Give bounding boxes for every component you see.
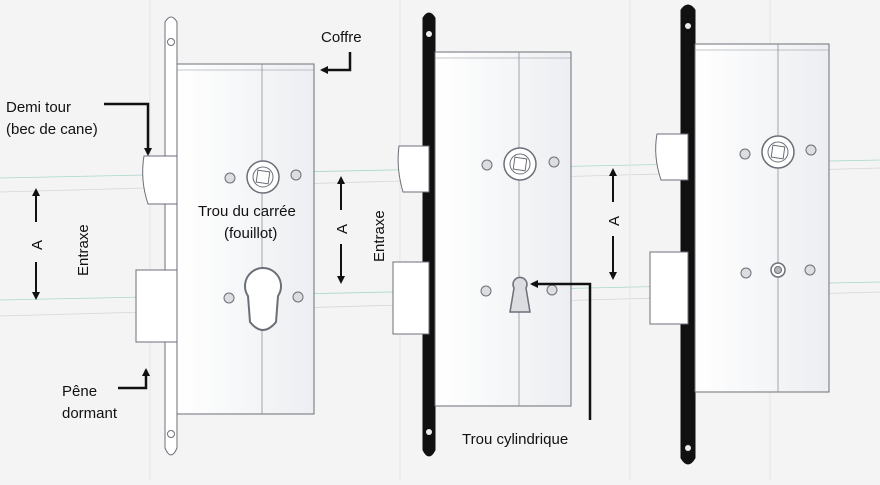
lock-case-1 (176, 63, 315, 415)
fixing-hole (223, 292, 235, 304)
lock-case-2 (434, 51, 572, 407)
label-a-2: A (334, 224, 351, 234)
label-trou-carre-2: (fouillot) (224, 225, 277, 242)
screw-hole-bottom (167, 430, 175, 438)
screw-hole-top (167, 38, 175, 46)
pene-arrow (118, 368, 150, 390)
label-trou-cylindrique: Trou cylindrique (462, 431, 568, 448)
label-pene-1: Pêne (62, 383, 97, 400)
fixing-hole (292, 291, 304, 303)
trou-cylindrique-arrow (530, 280, 592, 420)
arrows (104, 52, 592, 420)
cylinder-hole-1 (244, 267, 282, 331)
dead-bolt-3 (649, 251, 689, 325)
lock-3 (649, 4, 830, 465)
dead-bolt-1 (135, 269, 178, 343)
keyhole-2 (509, 276, 531, 313)
latch-bolt-2 (397, 145, 430, 193)
faceplate-3 (680, 4, 696, 465)
lock-1 (135, 16, 315, 456)
faceplate-2 (422, 12, 436, 457)
label-a-1: A (29, 240, 46, 250)
label-trou-carre-1: Trou du carrée (198, 203, 296, 220)
label-a-3: A (606, 216, 623, 226)
demi-tour-arrow (104, 102, 152, 156)
label-entraxe-1: Entraxe (75, 224, 92, 276)
dead-bolt-2 (392, 261, 430, 335)
dimension-arrows (32, 168, 617, 300)
label-pene-2: dormant (62, 405, 118, 422)
lock-case-3 (694, 43, 830, 393)
latch-bolt-3 (655, 133, 689, 181)
fixing-hole (290, 169, 302, 181)
label-demi-tour-2: (bec de cane) (6, 121, 98, 138)
lock-2 (392, 12, 572, 457)
label-coffre: Coffre (321, 29, 362, 46)
faceplate-1 (164, 16, 178, 456)
latch-bolt-1 (142, 155, 178, 205)
fixing-hole (224, 172, 236, 184)
coffre-arrow (320, 52, 352, 74)
label-entraxe-2: Entraxe (371, 210, 388, 262)
label-demi-tour-1: Demi tour (6, 99, 71, 116)
